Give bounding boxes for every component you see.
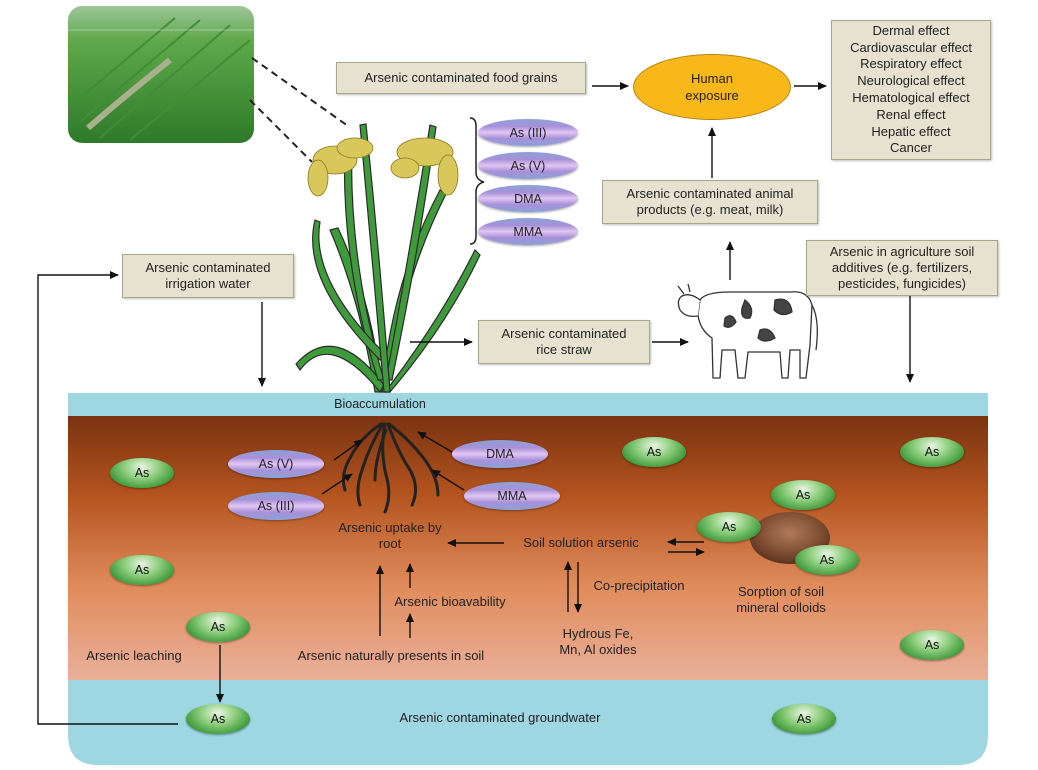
- arrow-groundwater-loop: [37, 271, 178, 725]
- naturally-present-label: Arsenic naturally presents in soil: [297, 648, 485, 663]
- effect-item: Respiratory effect: [860, 56, 962, 72]
- soil-solution-label: Soil solution arsenic: [523, 535, 639, 550]
- effect-item: Neurological effect: [857, 73, 965, 89]
- as-ellipse: As: [900, 630, 964, 660]
- sorption-line-1: Sorption of soil: [738, 584, 824, 599]
- coprecipitation-label: Co-precipitation: [593, 578, 685, 593]
- root-species-as-iii: As (III): [228, 492, 324, 520]
- food-grains-label: Arsenic contaminated food grains: [364, 70, 558, 85]
- effect-item: Dermal effect: [872, 22, 950, 38]
- agri-soil-line-2: additives (e.g. fertilizers,: [831, 260, 973, 275]
- as-ellipse: As: [771, 480, 835, 510]
- agri-soil-line-1: Arsenic in agriculture soil: [829, 244, 975, 259]
- cow-drawing: [677, 283, 818, 379]
- as-ellipse: As: [795, 545, 859, 575]
- arrow-asiii-to-root: [321, 473, 353, 495]
- species-bracket: [469, 117, 485, 245]
- dashed-link-top: [251, 57, 349, 127]
- uptake-label: Arsenic uptake by root: [320, 520, 460, 552]
- plant-species-dma: DMA: [478, 185, 578, 212]
- as-ellipse: As: [110, 555, 174, 585]
- groundwater-layer: [68, 680, 988, 765]
- as-ellipse: As: [900, 437, 964, 467]
- effect-item: Hematological effect: [852, 90, 970, 105]
- dashed-link-bottom: [249, 99, 313, 163]
- root-species-mma: MMA: [464, 482, 560, 510]
- plant-species-as-v: As (V): [478, 152, 578, 179]
- uptake-line-2: root: [378, 536, 402, 551]
- effect-item: Cancer: [890, 140, 932, 156]
- hydrous-line-1: Hydrous Fe,: [562, 626, 634, 641]
- arrow-dma-to-root: [417, 431, 453, 453]
- as-ellipse: As: [186, 612, 250, 642]
- arrow-mma-to-root: [431, 469, 465, 491]
- bioaccumulation-strip: [68, 393, 988, 416]
- effect-item: Cardiovascular effect: [850, 39, 972, 55]
- human-exposure-ellipse: Human exposure: [633, 54, 791, 120]
- agri-soil-box: Arsenic in agriculture soil additives (e…: [806, 240, 998, 296]
- as-ellipse: As: [697, 512, 761, 542]
- as-ellipse: As: [622, 437, 686, 467]
- rice-straw-line-1: Arsenic contaminated: [501, 326, 627, 341]
- rice-straw-line-2: rice straw: [536, 342, 592, 357]
- effect-item: Hepatic effect: [871, 123, 951, 139]
- animal-products-line-2: products (e.g. meat, milk): [636, 202, 784, 217]
- bioaccumulation-label: Bioaccumulation: [334, 397, 426, 411]
- sorption-label: Sorption of soil mineral colloids: [716, 584, 846, 616]
- irrigation-line-2: irrigation water: [165, 276, 251, 291]
- arrow-asv-to-root: [333, 439, 363, 461]
- irrigation-line-1: Arsenic contaminated: [145, 260, 271, 275]
- human-exposure-line-2: exposure: [685, 88, 739, 103]
- irrigation-box: Arsenic contaminated irrigation water: [122, 254, 294, 298]
- health-effects-box: Dermal effect Cardiovascular effect Resp…: [831, 20, 991, 160]
- root-species-dma: DMA: [452, 440, 548, 468]
- as-ellipse: As: [110, 458, 174, 488]
- animal-products-line-1: Arsenic contaminated animal: [626, 186, 794, 201]
- groundwater-label: Arsenic contaminated groundwater: [399, 710, 601, 725]
- agri-soil-line-3: pesticides, fungicides): [838, 276, 966, 291]
- as-ellipse: As: [772, 704, 836, 734]
- plant-species-mma: MMA: [478, 218, 578, 245]
- human-exposure-line-1: Human: [691, 71, 733, 86]
- leaching-label: Arsenic leaching: [86, 648, 182, 663]
- hydrous-line-2: Mn, Al oxides: [559, 642, 637, 657]
- hydrous-oxides-label: Hydrous Fe, Mn, Al oxides: [548, 626, 648, 658]
- plant-species-as-iii: As (III): [478, 119, 578, 146]
- rice-panicle-drawing: [307, 137, 459, 197]
- rice-straw-box: Arsenic contaminated rice straw: [478, 320, 650, 364]
- rice-field-photo: [68, 6, 254, 143]
- food-grains-box: Arsenic contaminated food grains: [336, 62, 586, 94]
- bioavailability-label: Arsenic bioavability: [394, 594, 506, 609]
- uptake-line-1: Arsenic uptake by: [338, 520, 442, 535]
- effect-item: Renal effect: [876, 106, 946, 122]
- animal-products-box: Arsenic contaminated animal products (e.…: [602, 180, 818, 224]
- sorption-line-2: mineral colloids: [736, 600, 826, 615]
- root-species-as-v: As (V): [228, 450, 324, 478]
- as-ellipse: As: [186, 704, 250, 734]
